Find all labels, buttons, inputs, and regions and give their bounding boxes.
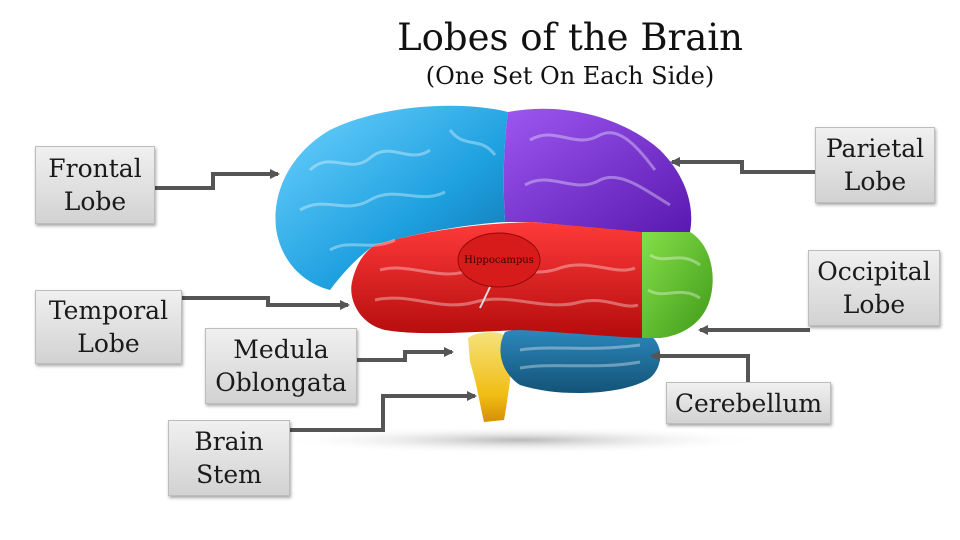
cerebellum-region <box>500 324 661 394</box>
temporal-lobe-label: Temporal Lobe <box>35 290 182 364</box>
brain-stem-label-line-2: Stem <box>196 460 262 489</box>
occipital-lobe-label: Occipital Lobe <box>808 250 940 326</box>
frontal-lobe-label-line-2: Lobe <box>63 187 127 216</box>
occipital-lobe-label-line-1: Occipital <box>817 257 931 286</box>
parietal-arrow <box>670 157 815 174</box>
hippocampus-marker <box>457 232 541 288</box>
temporal-lobe-label-line-1: Temporal <box>48 296 169 325</box>
diagram-title: Lobes of the Brain <box>397 16 743 59</box>
hippocampus-label: Hippocampus <box>464 255 534 266</box>
medula-oblongata-label-line-1: Medula <box>233 335 329 364</box>
parietal-lobe-label-line-2: Lobe <box>843 167 907 196</box>
frontal-arrow <box>155 169 280 190</box>
ground-shadow <box>270 426 770 454</box>
cerebellum-label: Cerebellum <box>666 382 831 424</box>
brain-stem-arrow <box>290 391 477 432</box>
brain-stem-label: Brain Stem <box>168 420 290 496</box>
occipital-lobe-label-line-2: Lobe <box>842 290 906 319</box>
brain-stem-label-line-1: Brain <box>194 427 264 456</box>
parietal-lobe-label-line-1: Parietal <box>825 134 925 163</box>
temporal-lobe-label-line-2: Lobe <box>77 329 140 358</box>
medula-arrow <box>356 347 454 362</box>
temporal-arrow <box>182 296 350 310</box>
diagram-subtitle: (One Set On Each Side) <box>425 62 715 90</box>
parietal-lobe-label: Parietal Lobe <box>815 127 935 203</box>
frontal-lobe-label-line-1: Frontal <box>48 154 142 183</box>
occipital-lobe-region <box>640 232 713 338</box>
connector-arrows <box>155 157 815 432</box>
medula-oblongata-label: Medula Oblongata <box>205 328 357 404</box>
parietal-lobe-region <box>503 108 692 232</box>
hippocampus-pointer <box>479 286 491 309</box>
medula-oblongata-label-line-2: Oblongata <box>215 368 347 397</box>
frontal-lobe-region <box>275 105 508 290</box>
cerebellum-arrow <box>650 351 750 385</box>
cerebellum-label-line-1: Cerebellum <box>674 388 823 418</box>
frontal-lobe-label: Frontal Lobe <box>35 146 155 224</box>
